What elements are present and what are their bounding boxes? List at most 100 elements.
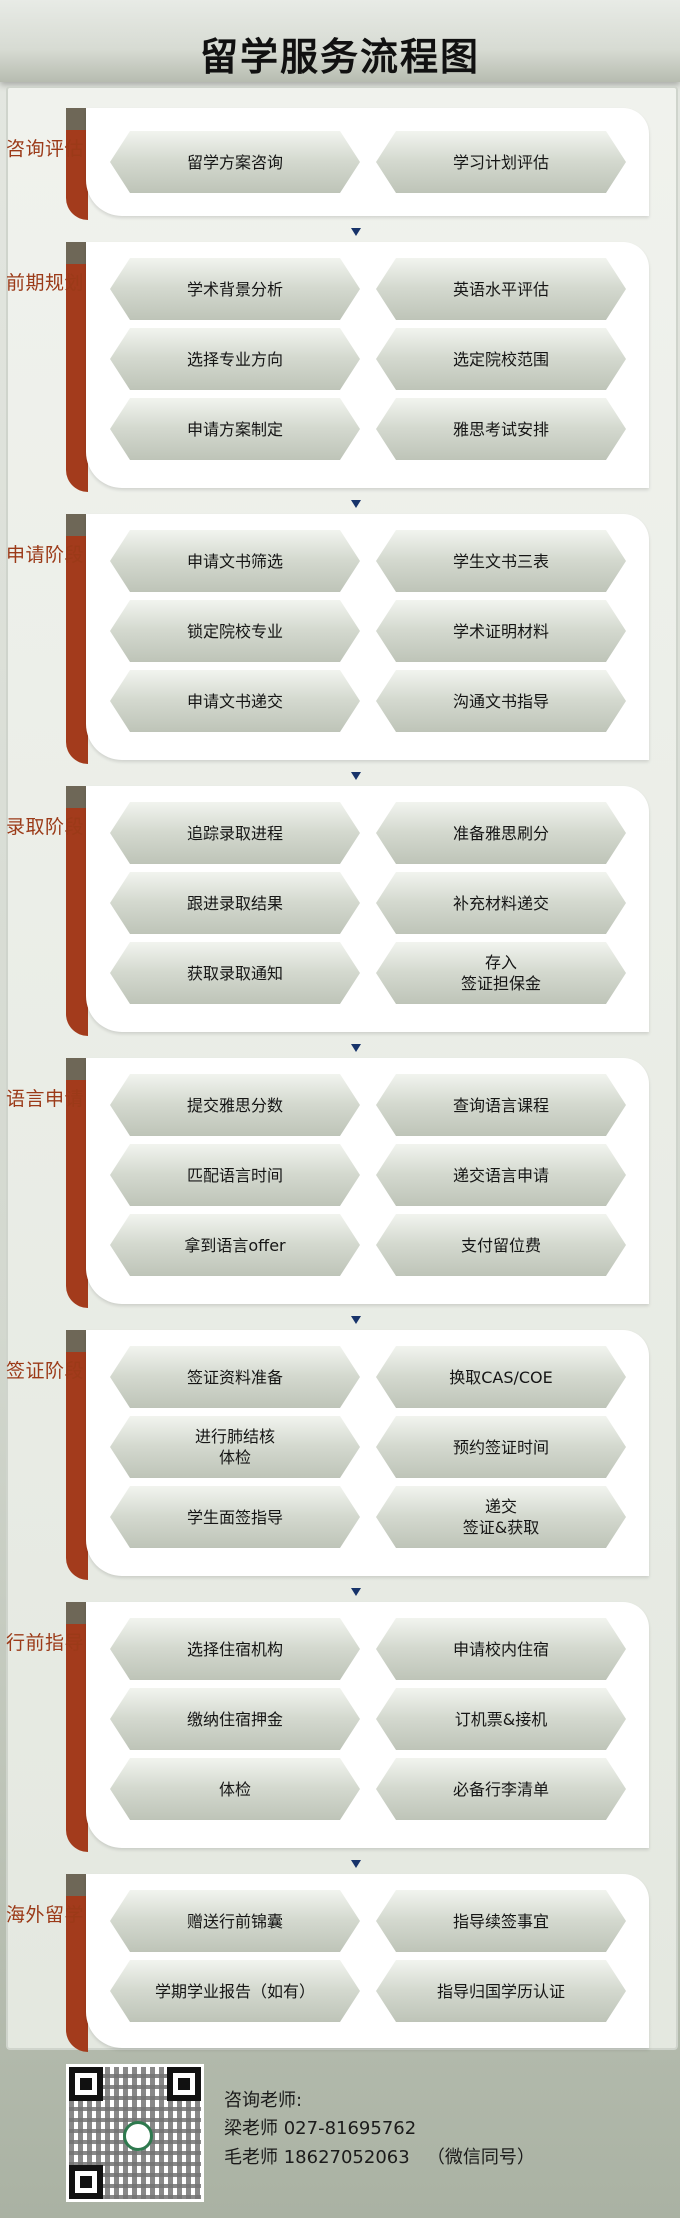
- step-box: 进行肺结核 体检: [110, 1416, 360, 1478]
- qr-finder-top-right: [167, 2067, 201, 2101]
- section-label: 语言申请: [6, 1088, 85, 1110]
- section-accent-bar: [66, 130, 88, 220]
- step-box: 查询语言课程: [376, 1074, 626, 1136]
- step-label: 选择住宿机构: [186, 1639, 283, 1659]
- section-label: 咨询评估: [6, 138, 85, 160]
- step-box: 存入 签证担保金: [376, 942, 626, 1004]
- step-label: 进行肺结核 体检: [194, 1427, 275, 1467]
- step-box: 预约签证时间: [376, 1416, 626, 1478]
- step-label: 锁定院校专业: [186, 621, 283, 641]
- section-card: 学术背景分析英语水平评估选择专业方向选定院校范围申请方案制定雅思考试安排: [86, 242, 649, 488]
- step-label: 缴纳住宿押金: [186, 1709, 283, 1729]
- step-label: 申请文书递交: [186, 691, 283, 711]
- section-marker-tab: [66, 1874, 88, 1896]
- step-label: 存入 签证担保金: [460, 953, 541, 993]
- step-box: 留学方案咨询: [110, 131, 360, 193]
- section-marker-tab: [66, 108, 88, 130]
- step-label: 查询语言课程: [452, 1095, 549, 1115]
- step-label: 学术背景分析: [186, 279, 283, 299]
- step-box: 递交语言申请: [376, 1144, 626, 1206]
- down-arrow-icon: [351, 228, 361, 236]
- section-label: 海外留学: [6, 1904, 85, 1926]
- section-1: 学术背景分析英语水平评估选择专业方向选定院校范围申请方案制定雅思考试安排前期规划: [0, 242, 680, 492]
- section-accent-bar: [66, 1896, 88, 2052]
- section-label: 签证阶段: [6, 1360, 85, 1382]
- section-label: 录取阶段: [6, 816, 85, 838]
- section-accent-bar: [66, 264, 88, 492]
- step-box: 学术背景分析: [110, 258, 360, 320]
- section-marker-tab: [66, 1330, 88, 1352]
- step-label: 学生面签指导: [186, 1507, 283, 1527]
- step-box: 英语水平评估: [376, 258, 626, 320]
- down-arrow-icon: [351, 1044, 361, 1052]
- down-arrow-icon: [351, 1860, 361, 1868]
- step-box: 学生面签指导: [110, 1486, 360, 1548]
- section-accent-bar: [66, 1080, 88, 1308]
- section-card: 留学方案咨询 学习计划评估: [86, 108, 649, 216]
- step-label: 选择专业方向: [186, 349, 283, 369]
- step-box: 学术证明材料: [376, 600, 626, 662]
- section-label: 申请阶段: [6, 544, 85, 566]
- step-box: 指导归国学历认证: [376, 1960, 626, 2022]
- step-box: 申请方案制定: [110, 398, 360, 460]
- step-box: 签证资料准备: [110, 1346, 360, 1408]
- section-2: 申请文书筛选 学生文书三表锁定院校专业 学术证明材料申请文书递交 沟通文书指导 申请阶段: [0, 514, 680, 764]
- section-card: 选择住宿机构申请校内住宿缴纳住宿押金订机票&接机体检必备行李清单: [86, 1602, 649, 1848]
- down-arrow-icon: [351, 500, 361, 508]
- section-marker-tab: [66, 1058, 88, 1080]
- step-box: 追踪录取进程: [110, 802, 360, 864]
- step-box: 获取录取通知: [110, 942, 360, 1004]
- step-label: 申请方案制定: [186, 419, 283, 439]
- step-box: 学习计划评估: [376, 131, 626, 193]
- section-5: 签证资料准备 换取CAS/COE 进行肺结核 体检 预约签证时间学生面签指导 递交 签证…: [0, 1330, 680, 1580]
- step-label: 体检: [218, 1779, 251, 1799]
- step-label: 学习计划评估: [452, 152, 549, 172]
- step-label: 补充材料递交: [452, 893, 549, 913]
- step-label: 提交雅思分数: [186, 1095, 283, 1115]
- section-3: 追踪录取进程准备雅思刷分跟进录取结果 补充材料递交获取录取通知 存入 签证担保金 录取…: [0, 786, 680, 1036]
- step-label: 学术证明材料: [452, 621, 549, 641]
- section-0: 留学方案咨询 学习计划评估 咨询评估: [0, 108, 680, 220]
- section-label: 行前指导: [6, 1632, 85, 1654]
- step-box: 选择专业方向: [110, 328, 360, 390]
- step-box: 跟进录取结果: [110, 872, 360, 934]
- step-box: 赠送行前锦囊: [110, 1890, 360, 1952]
- step-label: 申请校内住宿: [452, 1639, 549, 1659]
- step-label: 必备行李清单: [452, 1779, 549, 1799]
- section-marker-tab: [66, 1602, 88, 1624]
- step-box: 体检: [110, 1758, 360, 1820]
- step-label: 递交 签证&获取: [462, 1497, 540, 1537]
- section-accent-bar: [66, 1352, 88, 1580]
- step-label: 指导归国学历认证: [436, 1981, 565, 2001]
- contact-line-1: 梁老师 027-81695762: [224, 2118, 417, 2139]
- step-box: 换取CAS/COE: [376, 1346, 626, 1408]
- step-label: 签证资料准备: [186, 1367, 283, 1387]
- section-accent-bar: [66, 1624, 88, 1852]
- contact-line-2: 毛老师 18627052063 （微信同号）: [224, 2147, 535, 2168]
- step-box: 补充材料递交: [376, 872, 626, 934]
- contact-heading: 咨询老师:: [224, 2090, 303, 2111]
- page-title: 留学服务流程图: [199, 35, 480, 79]
- step-box: 准备雅思刷分: [376, 802, 626, 864]
- step-label: 换取CAS/COE: [449, 1367, 553, 1387]
- section-label: 前期规划: [6, 272, 85, 294]
- qr-logo: [123, 2121, 153, 2151]
- step-label: 预约签证时间: [452, 1437, 549, 1457]
- step-label: 学生文书三表: [452, 551, 549, 571]
- step-label: 沟通文书指导: [452, 691, 549, 711]
- step-box: 递交 签证&获取: [376, 1486, 626, 1548]
- section-accent-bar: [66, 808, 88, 1036]
- step-label: 雅思考试安排: [452, 419, 549, 439]
- step-label: 匹配语言时间: [186, 1165, 283, 1185]
- step-label: 留学方案咨询: [186, 152, 283, 172]
- section-accent-bar: [66, 536, 88, 764]
- qr-finder-top-left: [69, 2067, 103, 2101]
- step-box: 支付留位费: [376, 1214, 626, 1276]
- step-box: 指导续签事宜: [376, 1890, 626, 1952]
- qr-finder-bottom-left: [69, 2165, 103, 2199]
- step-box: 申请校内住宿: [376, 1618, 626, 1680]
- step-label: 申请文书筛选: [186, 551, 283, 571]
- down-arrow-icon: [351, 1316, 361, 1324]
